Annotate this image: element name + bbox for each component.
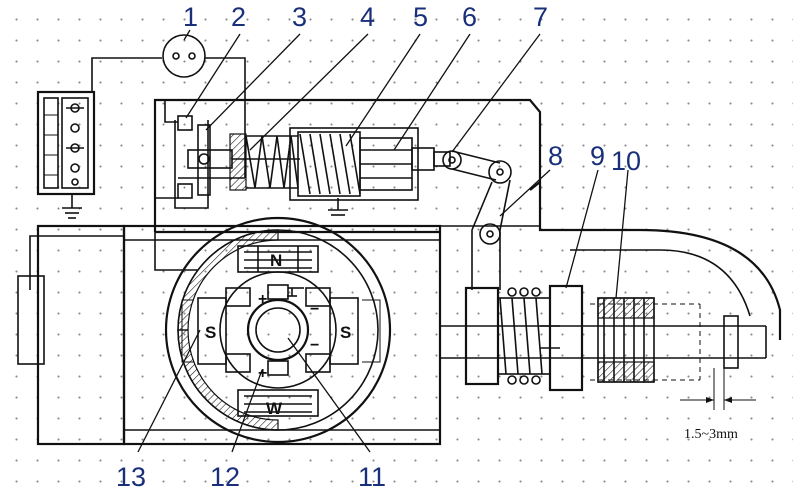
brush-sign-right-lower: − — [310, 337, 319, 354]
brush-sign-lower: + — [258, 365, 267, 382]
motor-frame — [17, 224, 442, 446]
pole-labels: N S W S + + − − — [205, 251, 351, 418]
clearance-dimension: 1.5~3mm — [680, 368, 756, 442]
callout-8: 8 — [548, 141, 563, 171]
solenoid-coils — [289, 127, 419, 216]
pinion-drive — [440, 284, 767, 392]
pole-letter-left: S — [205, 323, 216, 342]
plunger — [411, 147, 451, 171]
pole-letter-bottom: W — [266, 399, 283, 418]
indicator-lamp — [162, 34, 206, 78]
callout-13: 13 — [116, 462, 146, 492]
armature — [219, 271, 337, 389]
drive-lever — [442, 150, 512, 290]
callout-1: 1 — [183, 2, 198, 32]
callout-2: 2 — [231, 2, 246, 32]
ignition-switch-panel — [36, 90, 96, 219]
clearance-label: 1.5~3mm — [684, 427, 738, 442]
callout-7: 7 — [533, 2, 548, 32]
nose-housing — [440, 182, 782, 340]
callout-11: 11 — [358, 462, 386, 492]
stator — [164, 216, 392, 444]
pole-letter-right: S — [340, 323, 351, 342]
callout-12: 12 — [210, 462, 240, 492]
brush-sign-right-upper: − — [310, 301, 319, 318]
callout-4: 4 — [360, 2, 375, 32]
callout-numbers: 1 2 3 4 5 6 7 8 9 10 11 12 13 — [116, 2, 641, 492]
field-poles — [181, 245, 381, 417]
solenoid-housing — [153, 98, 542, 234]
callout-5: 5 — [413, 2, 428, 32]
leader-lines — [137, 29, 629, 453]
callout-9: 9 — [590, 141, 605, 171]
pole-letter-top: N — [270, 251, 282, 270]
callout-3: 3 — [292, 2, 307, 32]
callout-10: 10 — [611, 146, 641, 176]
return-spring — [229, 133, 299, 191]
callout-6: 6 — [462, 2, 477, 32]
brush-sign-upper: + — [258, 291, 267, 308]
